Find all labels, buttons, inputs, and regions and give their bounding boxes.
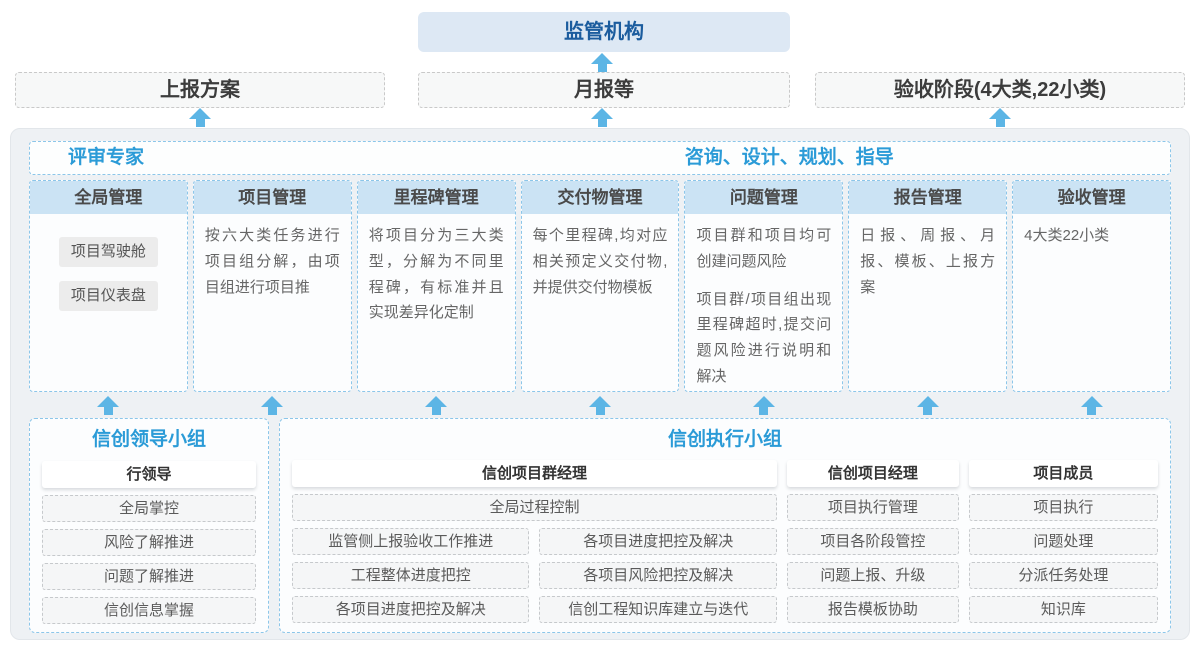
- project-manager-task-item: 项目执行管理: [786, 494, 959, 521]
- program-manager-task-item: 工程整体进度把控: [292, 562, 530, 589]
- project-manager-task-item: 报告模板协助: [786, 596, 959, 623]
- arrow-up-icon: [591, 53, 613, 72]
- bottom-groups: 信创领导小组 行领导 全局掌控 风险了解推进 问题了解推进 信创信息掌握 信创执…: [29, 418, 1171, 633]
- program-manager-section: 信创项目群经理 全局过程控制 监管侧上报验收工作推进 各项目进度把控及解决 工程…: [292, 460, 777, 623]
- column-title: 项目管理: [193, 181, 351, 214]
- column-description: 日报、周报、月报、模板、上报方案: [860, 227, 996, 296]
- member-task-item: 分派任务处理: [968, 562, 1158, 589]
- arrow-up-icon: [261, 395, 284, 415]
- arrow-up-icon: [97, 395, 120, 415]
- role-header-member: 项目成员: [968, 460, 1158, 487]
- column-arrows-row: [29, 392, 1171, 418]
- consulting-design-label: 咨询、设计、规划、指导: [684, 147, 894, 168]
- column-body: 项目驾驶舱 项目仪表盘: [30, 214, 187, 320]
- project-manager-section: 信创项目经理 项目执行管理 项目各阶段管控 问题上报、升级 报告模板协助: [786, 460, 959, 623]
- arrow-cell: [29, 395, 188, 415]
- project-manager-task-item: 项目各阶段管控: [786, 528, 959, 555]
- column-issue-management: 问题管理 项目群和项目均可创建问题风险 项目群/项目组出现里程碑超时,提交问题风…: [684, 180, 844, 392]
- executor-group: 信创执行小组 信创项目群经理 全局过程控制 监管侧上报验收工作推进 各项目进度把…: [279, 418, 1171, 633]
- arrow-cell: [1012, 395, 1171, 415]
- platform-container: 评审专家 咨询、设计、规划、指导 全局管理 项目驾驶舱 项目仪表盘 项目管理 按…: [10, 128, 1190, 640]
- program-manager-task-item: 各项目进度把控及解决: [292, 596, 530, 623]
- leader-task-item: 全局掌控: [42, 495, 256, 522]
- program-manager-task-item: 各项目风险把控及解决: [539, 562, 777, 589]
- program-manager-task-item: 信创工程知识库建立与迭代: [539, 596, 777, 623]
- program-manager-task-item: 全局过程控制: [292, 494, 777, 521]
- regulator-box: 监管机构: [418, 12, 790, 52]
- arrow-up-icon: [189, 108, 211, 127]
- column-body: 日报、周报、月报、模板、上报方案: [849, 214, 1006, 309]
- program-manager-task-item: 各项目进度把控及解决: [539, 528, 777, 555]
- column-report-management: 报告管理 日报、周报、月报、模板、上报方案: [848, 180, 1008, 392]
- executor-group-title: 信创执行小组: [667, 429, 782, 450]
- column-description: 项目群和项目均可创建问题风险: [696, 227, 832, 270]
- column-title: 问题管理: [685, 181, 843, 214]
- report-box-plan: 上报方案: [15, 72, 385, 108]
- column-body: 4大类22小类: [1013, 214, 1170, 258]
- column-title: 报告管理: [849, 181, 1007, 214]
- member-task-item: 知识库: [968, 596, 1158, 623]
- leader-task-item: 信创信息掌握: [42, 597, 256, 624]
- chip-project-dashboard: 项目仪表盘: [58, 281, 159, 311]
- column-title: 里程碑管理: [357, 181, 515, 214]
- role-header-bank-leader: 行领导: [42, 461, 256, 488]
- arrow-cell: [193, 395, 352, 415]
- column-global-management: 全局管理 项目驾驶舱 项目仪表盘: [29, 180, 188, 392]
- leader-group-title: 信创领导小组: [91, 429, 206, 450]
- role-header-project-manager: 信创项目经理: [786, 460, 959, 487]
- column-description: 将项目分为三大类型，分解为不同里程碑，有标准并且实现差异化定制: [368, 227, 504, 322]
- arrow-up-icon: [591, 108, 613, 127]
- report-box-acceptance: 验收阶段(4大类,22小类): [815, 72, 1185, 108]
- column-title: 交付物管理: [521, 181, 679, 214]
- arrow-cell: [357, 395, 516, 415]
- arrow-up-icon: [752, 395, 775, 415]
- column-description: 按六大类任务进行项目组分解，由项目组进行项目推: [204, 227, 340, 296]
- leader-task-item: 风险了解推进: [42, 529, 256, 556]
- program-manager-task-item: 监管侧上报验收工作推进: [292, 528, 530, 555]
- arrow-cell: [848, 395, 1007, 415]
- review-experts-label: 评审专家: [68, 147, 145, 168]
- leader-task-item: 问题了解推进: [42, 563, 256, 590]
- member-section: 项目成员 项目执行 问题处理 分派任务处理 知识库: [968, 460, 1158, 623]
- column-acceptance-management: 验收管理 4大类22小类: [1012, 180, 1172, 392]
- column-body: 项目群和项目均可创建问题风险 项目群/项目组出现里程碑超时,提交问题风险进行说明…: [685, 214, 842, 391]
- column-body: 将项目分为三大类型，分解为不同里程碑，有标准并且实现差异化定制: [358, 214, 515, 335]
- chip-project-cockpit: 项目驾驶舱: [58, 237, 159, 267]
- member-task-item: 项目执行: [968, 494, 1158, 521]
- column-milestone-management: 里程碑管理 将项目分为三大类型，分解为不同里程碑，有标准并且实现差异化定制: [356, 180, 516, 392]
- arrow-cell: [521, 395, 680, 415]
- arrow-up-icon: [989, 108, 1011, 127]
- platform-header: 评审专家 咨询、设计、规划、指导: [29, 141, 1171, 175]
- arrow-up-icon: [916, 395, 939, 415]
- executor-sections: 信创项目群经理 全局过程控制 监管侧上报验收工作推进 各项目进度把控及解决 工程…: [292, 460, 1158, 623]
- column-description: 4大类22小类: [1024, 227, 1110, 244]
- arrow-up-icon: [1080, 395, 1103, 415]
- role-header-program-manager: 信创项目群经理: [292, 460, 777, 487]
- column-project-management: 项目管理 按六大类任务进行项目组分解，由项目组进行项目推: [192, 180, 352, 392]
- leader-group: 信创领导小组 行领导 全局掌控 风险了解推进 问题了解推进 信创信息掌握: [29, 418, 269, 633]
- column-body: 按六大类任务进行项目组分解，由项目组进行项目推: [194, 214, 351, 309]
- project-manager-task-item: 问题上报、升级: [786, 562, 959, 589]
- column-description: 项目群/项目组出现里程碑超时,提交问题风险进行说明和解决: [696, 290, 832, 385]
- column-deliverable-management: 交付物管理 每个里程碑,均对应相关预定义交付物,并提供交付物模板: [520, 180, 680, 392]
- member-task-item: 问题处理: [968, 528, 1158, 555]
- arrow-up-icon: [589, 395, 611, 415]
- arrow-up-icon: [425, 395, 448, 415]
- column-title: 验收管理: [1013, 181, 1171, 214]
- column-description: 每个里程碑,均对应相关预定义交付物,并提供交付物模板: [532, 227, 668, 296]
- capability-columns: 全局管理 项目驾驶舱 项目仪表盘 项目管理 按六大类任务进行项目组分解，由项目组…: [29, 180, 1172, 392]
- arrow-cell: [684, 395, 843, 415]
- column-title: 全局管理: [30, 181, 187, 214]
- report-box-monthly: 月报等: [418, 72, 790, 108]
- column-body: 每个里程碑,均对应相关预定义交付物,并提供交付物模板: [522, 214, 679, 309]
